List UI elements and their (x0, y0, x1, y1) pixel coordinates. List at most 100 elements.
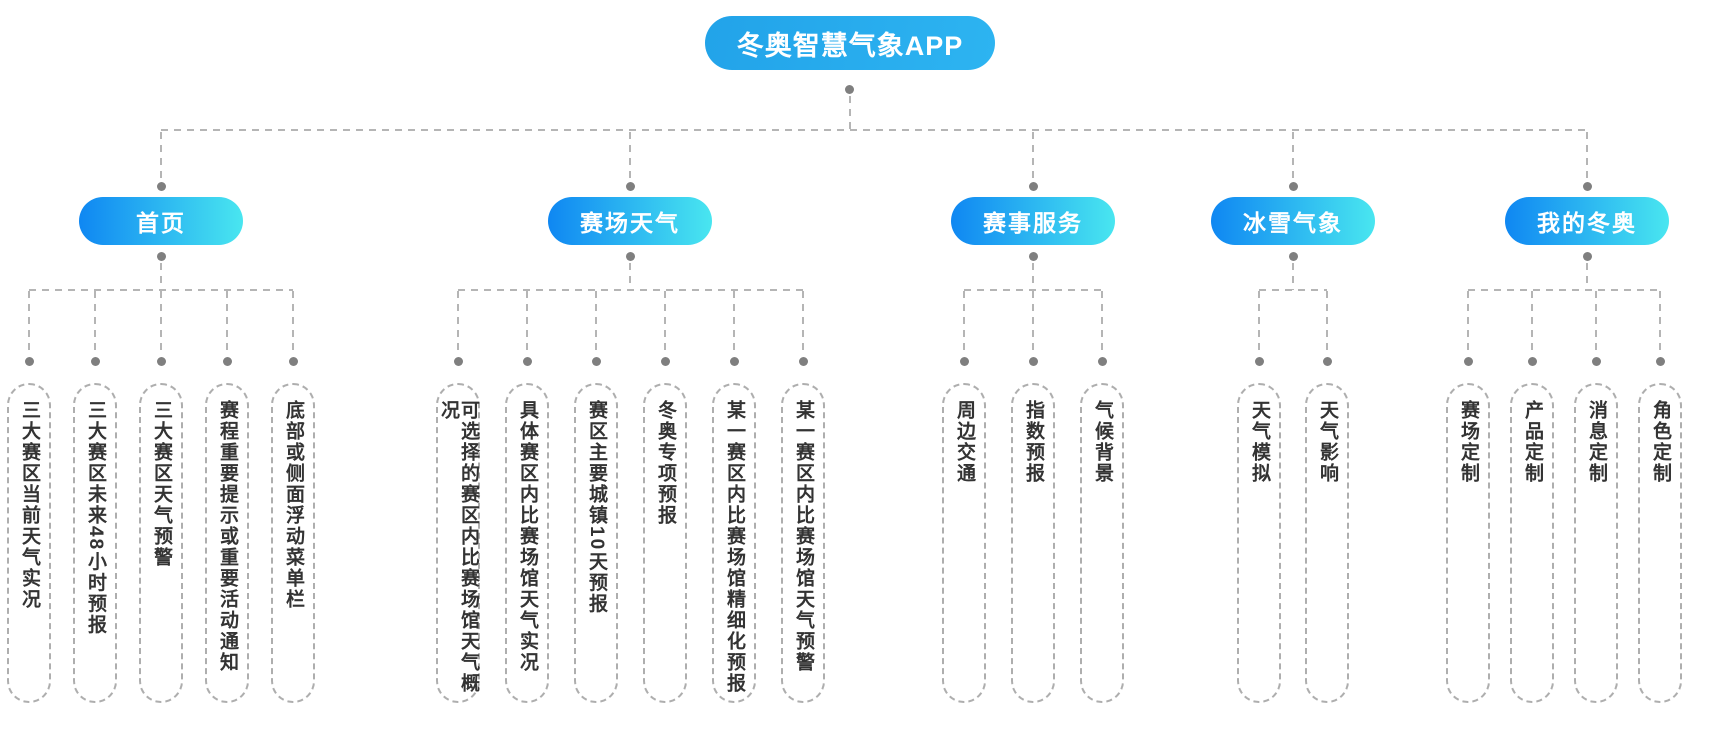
leaf-node-label: 指数预报 (1022, 400, 1044, 484)
leaf-node-label: 产品定制 (1521, 400, 1543, 484)
branch-node-label: 我的冬奥 (1537, 210, 1637, 236)
connector-line-vertical (1258, 291, 1260, 353)
branch-node-label: 首页 (136, 210, 186, 236)
leaf-node: 具体赛区内比赛场馆天气实况 (505, 383, 549, 703)
connector-line-vertical (160, 291, 162, 353)
connector-line-vertical (226, 291, 228, 353)
leaf-node-label: 冬奥专项预报 (654, 400, 676, 526)
connector-dot (625, 252, 635, 261)
connector-line-vertical (292, 291, 294, 353)
connector-dot (156, 357, 166, 366)
leaf-node: 三大赛区当前天气实况 (7, 383, 51, 703)
leaf-node-label: 赛场定制 (1457, 400, 1479, 484)
connector-dot (1097, 357, 1107, 366)
leaf-node: 指数预报 (1011, 383, 1055, 703)
leaf-node: 赛区主要城镇10天预报 (574, 383, 618, 703)
connector-line-vertical (160, 263, 162, 290)
connector-line-vertical (28, 291, 30, 353)
connector-line-horizontal (1259, 289, 1327, 291)
connector-dot (288, 357, 298, 366)
connector-dot (90, 357, 100, 366)
leaf-node-label: 某一赛区内比赛场馆精细化预报 (723, 400, 745, 694)
branch-node: 赛场天气 (548, 197, 712, 245)
connector-line-vertical (457, 291, 459, 353)
leaf-node-label: 赛区主要城镇10天预报 (585, 400, 607, 615)
connector-dot (1582, 182, 1592, 191)
connector-dot (453, 357, 463, 366)
connector-line-vertical (1032, 291, 1034, 353)
connector-dot (1028, 182, 1038, 191)
connector-dot (1322, 357, 1332, 366)
connector-dot (845, 85, 854, 94)
leaf-node: 三大赛区天气预警 (139, 383, 183, 703)
connector-dot (625, 182, 635, 191)
connector-line-horizontal (1468, 289, 1660, 291)
connector-line-vertical (629, 132, 631, 180)
leaf-node-label: 底部或侧面浮动菜单栏 (282, 400, 304, 610)
leaf-node: 赛场定制 (1446, 383, 1490, 703)
connector-dot (1591, 357, 1601, 366)
connector-dot (1527, 357, 1537, 366)
connector-line-vertical (160, 132, 162, 180)
connector-dot (522, 357, 532, 366)
connector-dot (1288, 252, 1298, 261)
leaf-node-label: 气候背景 (1091, 400, 1113, 484)
leaf-node: 冬奥专项预报 (643, 383, 687, 703)
connector-dot (156, 182, 166, 191)
root-node: 冬奥智慧气象APP (705, 16, 995, 70)
branch-node: 冰雪气象 (1211, 197, 1375, 245)
leaf-node: 消息定制 (1574, 383, 1618, 703)
leaf-node-label: 天气影响 (1316, 400, 1338, 484)
leaf-node-label: 赛程重要提示或重要活动通知 (216, 400, 238, 673)
branch-node-label: 冰雪气象 (1243, 210, 1343, 236)
leaf-node: 赛程重要提示或重要活动通知 (205, 383, 249, 703)
root-node-label: 冬奥智慧气象APP (736, 30, 964, 61)
leaf-node-label: 天气模拟 (1248, 400, 1270, 484)
connector-dot (1288, 182, 1298, 191)
connector-line-vertical (733, 291, 735, 353)
leaf-node-label: 具体赛区内比赛场馆天气实况 (516, 400, 538, 673)
connector-line-horizontal (29, 289, 293, 291)
connector-line-vertical (1586, 132, 1588, 180)
connector-line-vertical (963, 291, 965, 353)
connector-dot (729, 357, 739, 366)
connector-line-vertical (1586, 263, 1588, 290)
connector-dot (1463, 357, 1473, 366)
leaf-node-label: 可选择的赛区内比赛场馆天气概况 (438, 400, 479, 694)
connector-dot (959, 357, 969, 366)
connector-dot (1028, 252, 1038, 261)
branch-node: 我的冬奥 (1505, 197, 1669, 245)
connector-dot (1582, 252, 1592, 261)
leaf-node: 气候背景 (1080, 383, 1124, 703)
connector-dot (24, 357, 34, 366)
leaf-node: 三大赛区未来48小时预报 (73, 383, 117, 703)
connector-line-vertical (1292, 263, 1294, 290)
leaf-node: 产品定制 (1510, 383, 1554, 703)
connector-line-vertical (802, 291, 804, 353)
connector-line-vertical (1032, 263, 1034, 290)
connector-line-vertical (1032, 132, 1034, 180)
connector-line-vertical (1467, 291, 1469, 353)
leaf-node-label: 消息定制 (1585, 400, 1607, 484)
connector-dot (591, 357, 601, 366)
connector-dot (1028, 357, 1038, 366)
connector-dot (1655, 357, 1665, 366)
branch-node-label: 赛事服务 (983, 210, 1083, 236)
connector-line-vertical (1326, 291, 1328, 353)
leaf-node: 可选择的赛区内比赛场馆天气概况 (436, 383, 480, 703)
connector-line-horizontal (161, 129, 1587, 131)
leaf-node-label: 三大赛区天气预警 (150, 400, 172, 568)
leaf-node: 某一赛区内比赛场馆天气预警 (781, 383, 825, 703)
connector-line-horizontal (458, 289, 803, 291)
connector-dot (798, 357, 808, 366)
branch-node-label: 赛场天气 (580, 210, 680, 236)
leaf-node-label: 三大赛区当前天气实况 (18, 400, 40, 610)
leaf-node-label: 角色定制 (1649, 400, 1671, 484)
connector-line-vertical (1595, 291, 1597, 353)
leaf-node: 周边交通 (942, 383, 986, 703)
connector-line-vertical (1531, 291, 1533, 353)
connector-line-horizontal (964, 289, 1102, 291)
connector-dot (156, 252, 166, 261)
branch-node: 赛事服务 (951, 197, 1115, 245)
